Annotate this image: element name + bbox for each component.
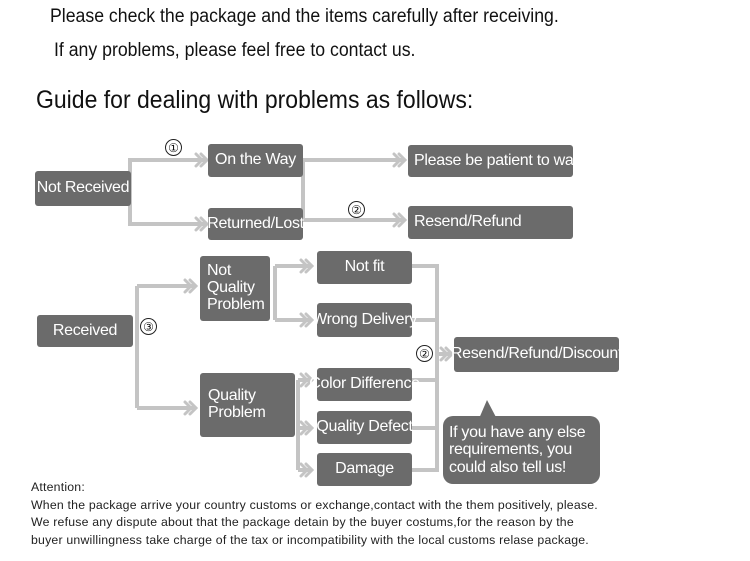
box-please-be-patient: Please be patient to wait [408, 145, 581, 177]
box-returned-lost: Returned/Lost [207, 208, 304, 240]
instruction-line-1: Please check the package and the items c… [50, 6, 559, 27]
attention-line-3: buyer unwillingness take charge of the t… [31, 532, 589, 547]
step-number-2: ② [416, 345, 433, 362]
callout-else-requirements: If you have any else requirements, you c… [443, 416, 600, 484]
attention-line-1: When the package arrive your country cus… [31, 497, 598, 512]
attention-heading: Attention: [31, 480, 85, 494]
box-color-difference: Color Difference [309, 368, 420, 401]
arrow-icon [183, 400, 199, 416]
instruction-line-2: If any problems, please feel free to con… [54, 40, 416, 61]
box-resend-refund-discount: Resend/Refund/Discount [451, 337, 622, 372]
connector-returned-resend [301, 160, 405, 222]
box-resend-refund: Resend/Refund [408, 206, 573, 239]
box-not-fit: Not fit [317, 251, 412, 284]
arrow-icon [299, 258, 315, 274]
arrow-icon [299, 420, 315, 436]
step-number-1: ① [165, 139, 182, 156]
connector-not-quality-bracket [273, 264, 312, 322]
arrow-icon [299, 372, 315, 388]
arrow-icon [439, 346, 455, 362]
connector-not-received-on-the-way [128, 158, 207, 188]
arrow-icon [392, 152, 408, 168]
box-quality-problem: Quality Problem [200, 373, 295, 437]
step-number-3: ③ [140, 318, 157, 335]
box-not-received: Not Received [35, 171, 131, 206]
connector-received-bracket [135, 284, 196, 410]
box-on-the-way: On the Way [208, 144, 303, 177]
box-received: Received [37, 315, 133, 347]
arrow-icon [194, 216, 210, 232]
box-wrong-delivery: Wrong Delivery [312, 303, 417, 337]
arrow-icon [299, 312, 315, 328]
callout-pointer [478, 400, 498, 421]
step-number-2: ② [348, 201, 365, 218]
guide-title: Guide for dealing with problems as follo… [36, 86, 474, 114]
connector-right-bracket [412, 264, 439, 472]
box-quality-defect: Quality Defect [316, 411, 413, 444]
arrow-icon [392, 212, 408, 228]
box-damage: Damage [317, 453, 412, 486]
box-not-quality-problem: Not Quality Problem [200, 256, 270, 321]
attention-line-2: We refuse any dispute about that the pac… [31, 515, 574, 529]
arrow-icon [194, 152, 210, 168]
arrow-icon [299, 462, 315, 478]
attention-notice: Attention: When the package arrive your … [31, 479, 731, 549]
arrow-icon [183, 278, 199, 294]
